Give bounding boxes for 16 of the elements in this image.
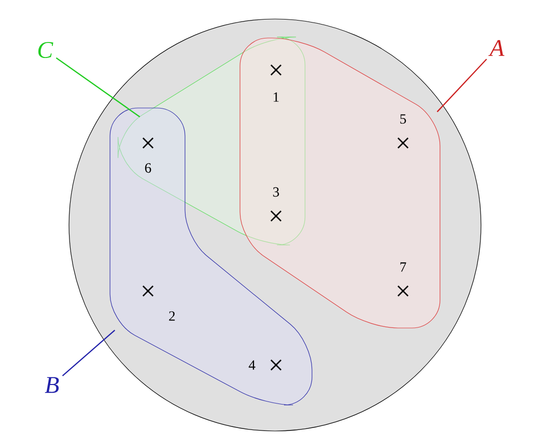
point-label: 3	[273, 187, 279, 197]
universe-circle	[68, 18, 482, 432]
point-label: 1	[274, 92, 279, 102]
point-label: 4	[248, 360, 256, 370]
leader-line	[436, 58, 488, 112]
leader-line	[56, 57, 140, 118]
point-label: 5	[400, 114, 406, 124]
set-region	[240, 38, 440, 328]
point-label: 7	[400, 262, 406, 272]
leader-line	[62, 330, 116, 376]
set-label: C	[38, 42, 54, 58]
point-label: 6	[145, 163, 152, 173]
set-region	[110, 108, 312, 406]
set-label: A	[488, 40, 504, 56]
point-label: 2	[169, 311, 175, 321]
set-label: B	[44, 377, 59, 393]
